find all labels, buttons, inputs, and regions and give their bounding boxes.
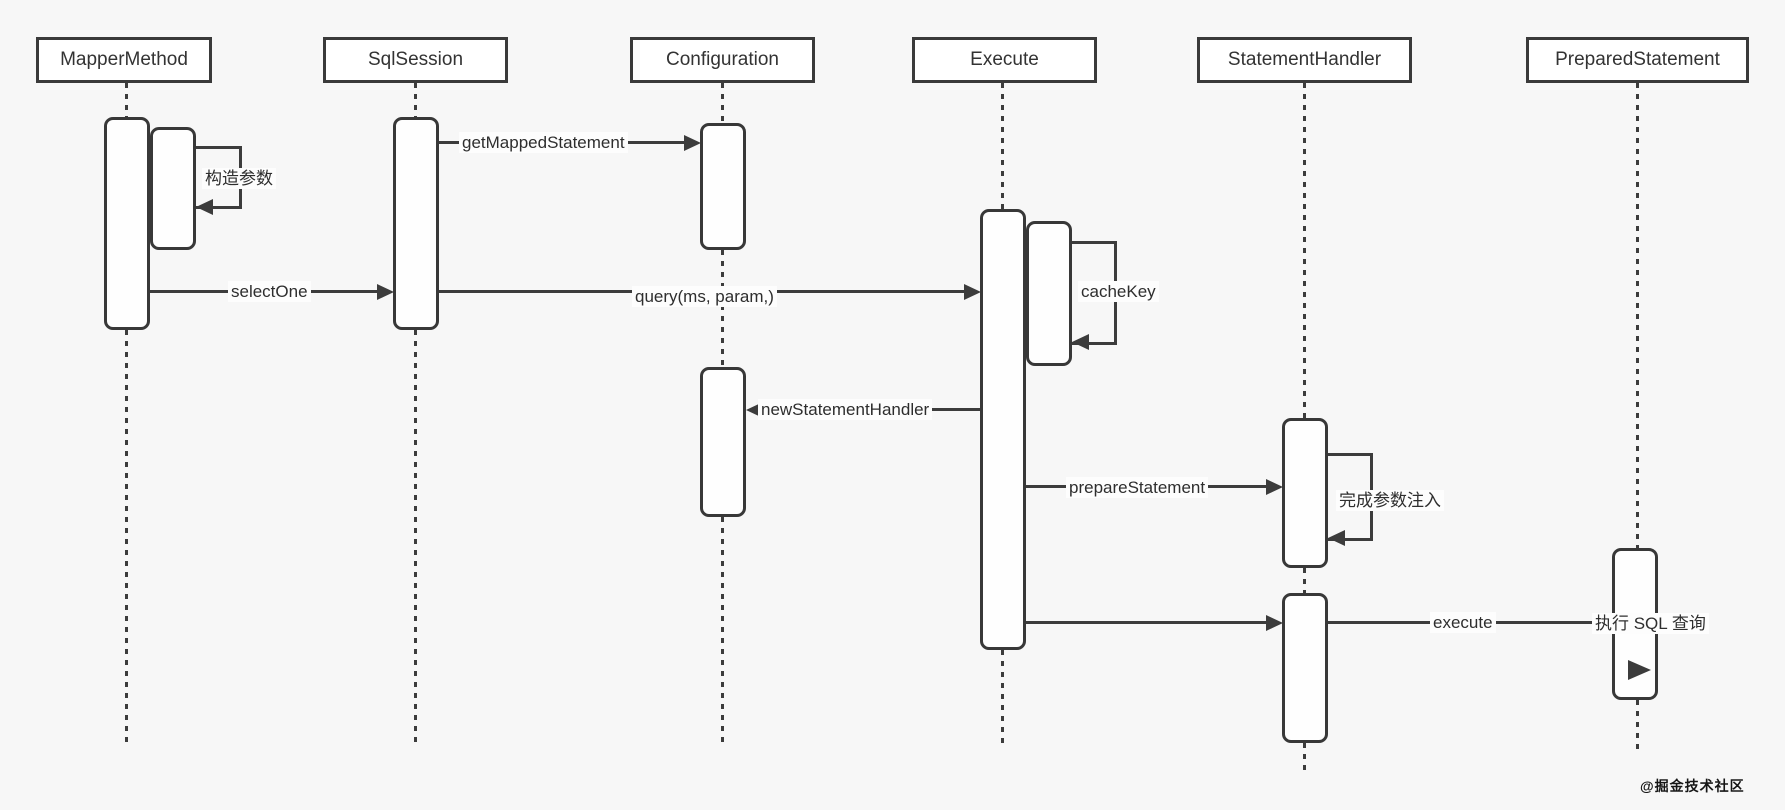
participant-configuration: Configuration (630, 37, 815, 83)
lifeline-sql-session (414, 330, 417, 748)
participant-mapper-method: MapperMethod (36, 37, 212, 83)
lifeline-statement-handler (1303, 568, 1306, 593)
participant-label: MapperMethod (60, 49, 188, 70)
message-arrowhead-prepare-statement (1266, 479, 1283, 495)
lifeline-configuration (721, 250, 724, 367)
lifeline-configuration (721, 517, 724, 748)
participant-prepared-statement: PreparedStatement (1526, 37, 1749, 83)
participant-label: Configuration (665, 49, 780, 70)
message-label-new-statement-handler: newStatementHandler (758, 399, 933, 420)
participant-label: SqlSession (367, 49, 464, 70)
lifeline-prepared-statement (1636, 700, 1639, 750)
activation-execute-main (980, 209, 1026, 650)
lifeline-statement-handler (1303, 83, 1306, 418)
message-label-get-mapped-statement: getMappedStatement (459, 132, 628, 153)
participant-statement-handler: StatementHandler (1197, 37, 1412, 83)
lifeline-mapper-method (125, 330, 128, 748)
self-call-cache-key-arrowhead (1072, 334, 1089, 350)
message-label-select-one: selectOne (228, 281, 311, 302)
activation-mapper-method-main (104, 117, 150, 330)
message-label-query: query(ms, param,) (632, 286, 777, 307)
activation-configuration-2 (700, 367, 746, 517)
message-label-execute: execute (1430, 612, 1496, 633)
message-label-construct-params: 构造参数 (202, 168, 276, 189)
lifeline-mapper-method (125, 83, 128, 117)
return-arrowhead-prepared-statement (1628, 660, 1651, 680)
self-call-construct-params-arrowhead (196, 199, 213, 215)
message-label-cache-key: cacheKey (1078, 281, 1159, 302)
activation-mapper-method-nested (150, 127, 196, 250)
message-label-complete-param-injection: 完成参数注入 (1336, 490, 1444, 511)
lifeline-execute (1001, 650, 1004, 748)
participant-label: Execute (970, 49, 1039, 70)
message-arrowhead-query (964, 284, 981, 300)
activation-configuration-1 (700, 123, 746, 250)
message-arrowhead-select-one (377, 284, 394, 300)
participant-label: PreparedStatement (1555, 49, 1720, 70)
message-label-prepare-statement: prepareStatement (1066, 477, 1209, 498)
activation-execute-nested (1026, 221, 1072, 366)
participant-label: StatementHandler (1227, 49, 1382, 70)
lifeline-sql-session (414, 83, 417, 117)
message-line-execute-to-handler (1026, 621, 1266, 624)
lifeline-execute (1001, 83, 1004, 209)
message-arrowhead-get-mapped-statement (684, 135, 701, 151)
activation-statement-handler-2 (1282, 593, 1328, 743)
lifeline-statement-handler (1303, 743, 1306, 770)
lifeline-configuration (721, 83, 724, 123)
message-label-run-sql-query: 执行 SQL 查询 (1592, 613, 1709, 634)
participant-sql-session: SqlSession (323, 37, 508, 83)
watermark: @掘金技术社区 (1640, 778, 1745, 794)
lifeline-prepared-statement (1636, 83, 1639, 548)
self-call-param-injection-arrowhead (1328, 530, 1345, 546)
activation-sql-session (393, 117, 439, 330)
activation-statement-handler-1 (1282, 418, 1328, 568)
message-arrowhead-execute-to-handler (1266, 615, 1283, 631)
participant-execute: Execute (912, 37, 1097, 83)
